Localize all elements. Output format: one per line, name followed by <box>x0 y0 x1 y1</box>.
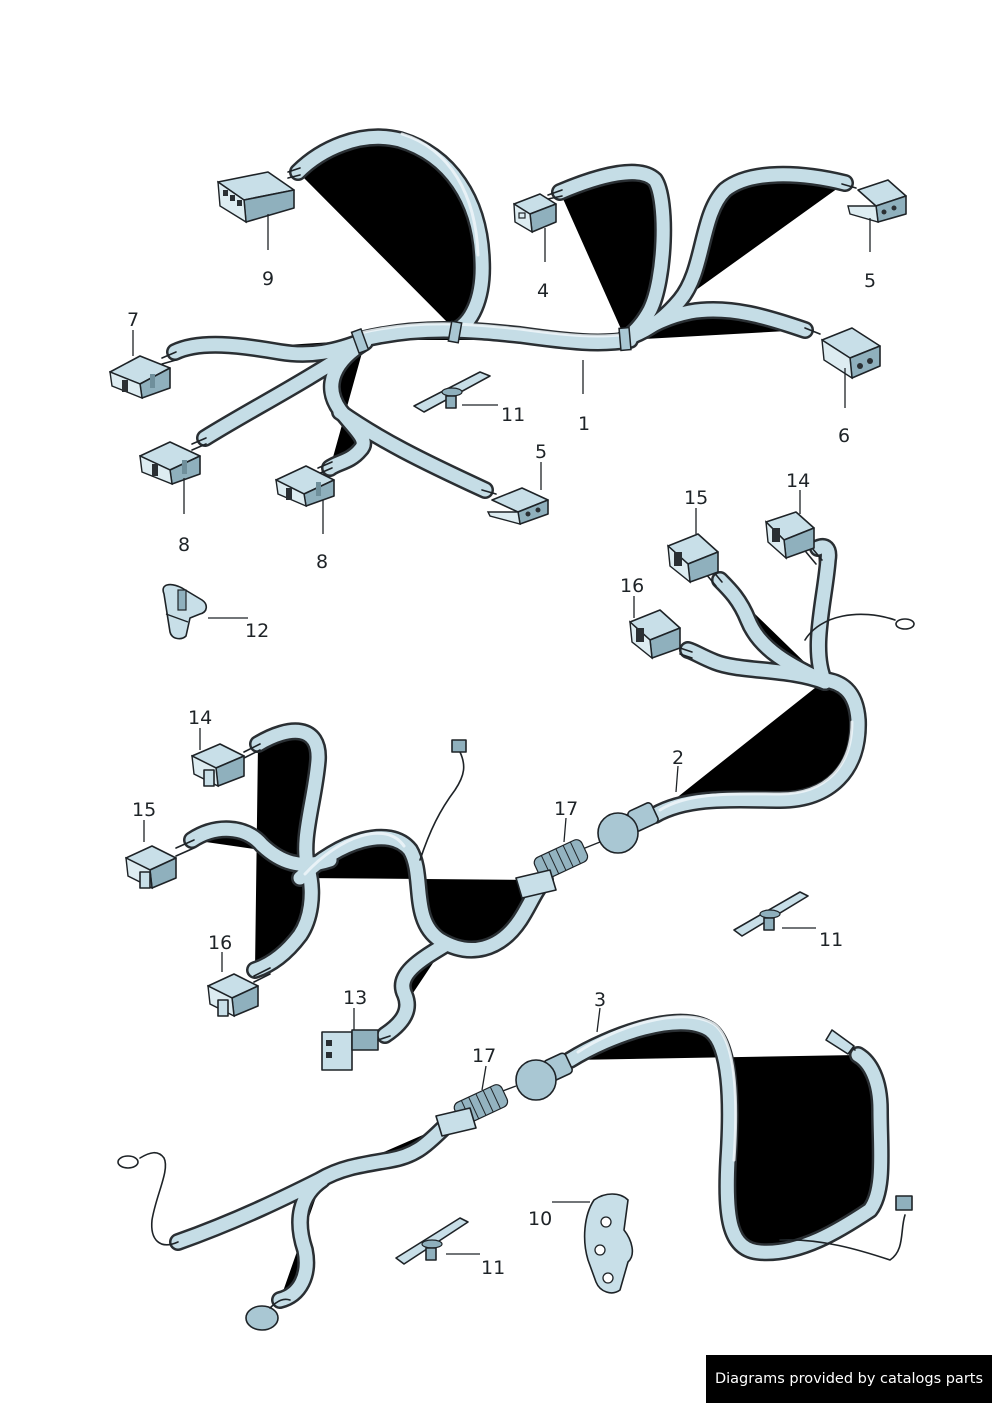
callout-2: 2 <box>672 747 684 769</box>
connector-8-middle <box>275 465 335 508</box>
clip-11-lower <box>395 1217 469 1265</box>
callout-11-top: 11 <box>501 404 525 426</box>
plug-lower-left <box>245 1298 291 1331</box>
callout-15-left: 15 <box>132 799 156 821</box>
connector-14-left <box>191 743 245 788</box>
callout-17-lower: 17 <box>472 1045 496 1067</box>
attribution-text: Diagrams provided by catalogs parts <box>714 1371 984 1387</box>
callout-10: 10 <box>528 1208 552 1230</box>
callout-11-lower: 11 <box>481 1257 505 1279</box>
connector-5-middle <box>486 487 549 525</box>
callout-8-left: 8 <box>178 534 190 556</box>
clip-11-right <box>733 891 809 937</box>
callout-5-top: 5 <box>864 270 876 292</box>
connector-13 <box>321 1029 391 1071</box>
connector-16-left <box>207 973 259 1018</box>
callout-9: 9 <box>262 268 274 290</box>
callout-17-upper: 17 <box>554 798 578 820</box>
connector-5-top <box>847 179 907 223</box>
leader-lines <box>132 214 871 1255</box>
wiring-harness-2 <box>125 511 915 1071</box>
callout-16-right: 16 <box>620 575 644 597</box>
clip-11-top <box>413 371 491 413</box>
callout-4: 4 <box>537 280 549 302</box>
callout-12: 12 <box>245 620 269 642</box>
callout-14-right: 14 <box>786 470 810 492</box>
connector-15-right <box>667 533 719 584</box>
connector-8-left <box>139 441 201 486</box>
callout-numbers: 1 2 3 4 5 5 6 7 8 8 9 10 11 11 11 12 13 … <box>127 268 876 1279</box>
connector-16-right <box>629 609 681 660</box>
grommet-17-upper <box>515 802 659 899</box>
connector-9 <box>217 171 295 224</box>
callout-8-middle: 8 <box>316 551 328 573</box>
callout-7: 7 <box>127 309 139 331</box>
connector-4 <box>513 193 557 234</box>
callout-15-right: 15 <box>684 487 708 509</box>
callout-16-left: 16 <box>208 932 232 954</box>
holder-10 <box>583 1193 634 1294</box>
holder-12 <box>162 583 208 640</box>
connector-15-left <box>125 845 177 890</box>
wiring-harness-3 <box>117 1017 913 1331</box>
callout-3: 3 <box>594 989 606 1011</box>
callout-13: 13 <box>343 987 367 1009</box>
callout-1: 1 <box>578 413 590 435</box>
connector-14-right <box>765 511 815 560</box>
callout-11-right: 11 <box>819 929 843 951</box>
connector-6 <box>821 327 881 380</box>
callout-6: 6 <box>838 425 850 447</box>
connector-7 <box>109 355 171 400</box>
grommet-17-lower <box>435 1052 574 1137</box>
callout-14-left: 14 <box>188 707 212 729</box>
attribution-banner: Diagrams provided by catalogs parts <box>706 1355 992 1403</box>
callout-5-middle: 5 <box>535 441 547 463</box>
wiring-harness-1 <box>109 134 907 525</box>
